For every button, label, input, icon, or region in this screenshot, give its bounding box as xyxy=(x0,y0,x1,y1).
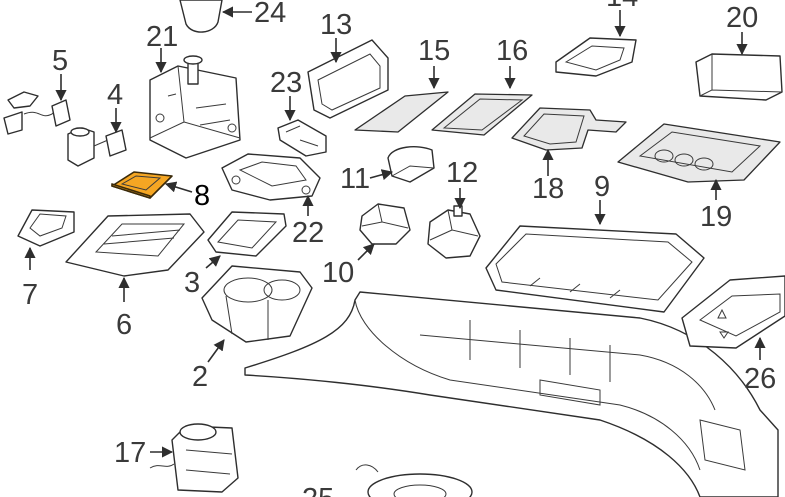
part-19[interactable] xyxy=(617,123,781,200)
callout-4: 4 xyxy=(107,79,123,111)
part-8-highlighted[interactable] xyxy=(111,171,193,199)
callout-23: 23 xyxy=(270,67,302,99)
part-25[interactable] xyxy=(355,464,473,497)
callout-20: 20 xyxy=(726,2,758,34)
callout-7: 7 xyxy=(22,279,38,311)
callout-12: 12 xyxy=(446,157,478,189)
callout-19: 19 xyxy=(700,201,732,233)
callout-3: 3 xyxy=(184,267,200,299)
callout-labels: 24 21 13 15 16 14 20 5 4 23 11 12 8 22 1… xyxy=(22,0,776,497)
part-7[interactable] xyxy=(17,209,75,270)
callout-2: 2 xyxy=(192,361,208,393)
callout-8: 8 xyxy=(194,180,210,212)
callout-22: 22 xyxy=(292,217,324,249)
callout-25: 25 xyxy=(302,483,334,497)
callout-15: 15 xyxy=(418,35,450,67)
part-12[interactable] xyxy=(427,188,481,259)
callout-17: 17 xyxy=(114,437,146,469)
part-22[interactable] xyxy=(221,153,321,216)
callout-10: 10 xyxy=(322,257,354,289)
part-16[interactable] xyxy=(431,66,533,136)
callout-11: 11 xyxy=(340,163,370,195)
callout-18: 18 xyxy=(532,173,564,205)
part-21[interactable] xyxy=(149,48,241,159)
part-23[interactable] xyxy=(277,96,327,157)
callout-21: 21 xyxy=(146,21,178,53)
part-15[interactable] xyxy=(354,66,449,133)
part-3[interactable] xyxy=(205,211,287,269)
callout-14: 14 xyxy=(606,0,638,13)
part-13[interactable] xyxy=(307,38,389,119)
part-center-console[interactable] xyxy=(244,291,779,497)
part-20[interactable] xyxy=(695,32,783,101)
part-14[interactable] xyxy=(555,10,637,77)
callout-16: 16 xyxy=(496,35,528,67)
part-5[interactable] xyxy=(3,74,71,135)
part-6[interactable] xyxy=(65,213,205,302)
part-17[interactable] xyxy=(149,423,239,493)
callout-26: 26 xyxy=(744,363,776,395)
part-10[interactable] xyxy=(357,203,411,261)
part-11[interactable] xyxy=(369,146,435,183)
callout-13: 13 xyxy=(320,9,352,41)
part-18[interactable] xyxy=(511,107,627,176)
part-2[interactable] xyxy=(201,265,313,363)
part-4[interactable] xyxy=(67,108,127,167)
callout-24: 24 xyxy=(254,0,286,29)
part-26[interactable] xyxy=(681,275,785,360)
callout-5: 5 xyxy=(52,45,68,77)
callout-9: 9 xyxy=(594,171,610,203)
callout-6: 6 xyxy=(116,309,132,341)
part-24[interactable] xyxy=(179,0,252,33)
part-9[interactable] xyxy=(485,200,705,313)
